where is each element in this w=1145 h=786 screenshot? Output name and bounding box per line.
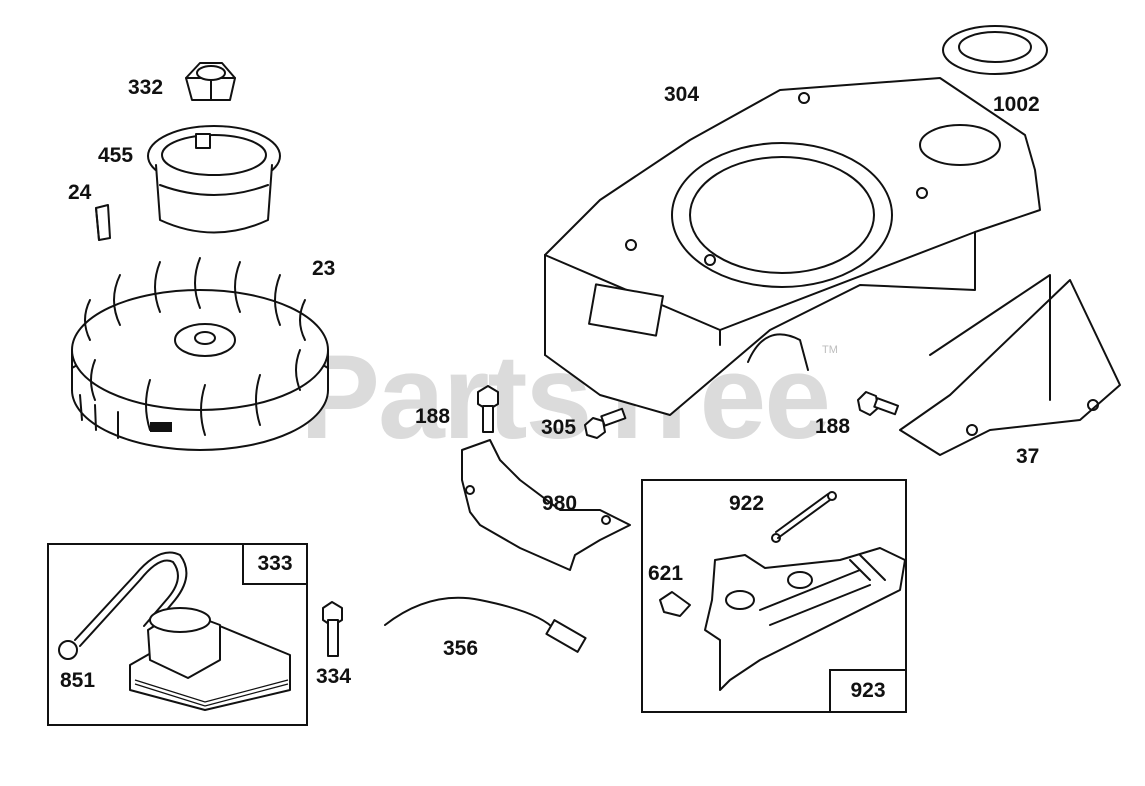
part-851-ignition-coil — [58, 551, 291, 711]
label-305: 305 — [541, 416, 577, 439]
part-304-blower-housing — [544, 77, 1041, 416]
label-24: 24 — [68, 181, 92, 204]
label-455: 455 — [98, 144, 134, 167]
part-334-bolt — [322, 601, 343, 657]
part-305-screw — [584, 407, 627, 439]
assembly-box-923 — [641, 479, 907, 713]
box-tag-923: 923 — [829, 669, 907, 713]
part-24-key — [95, 204, 111, 241]
label-332: 332 — [128, 76, 164, 99]
assembly-box-333 — [47, 543, 308, 726]
label-23: 23 — [312, 257, 336, 280]
part-922-spring — [771, 491, 837, 543]
label-851: 851 — [60, 669, 96, 692]
part-1002-grommet — [942, 25, 1048, 75]
label-334: 334 — [316, 665, 352, 688]
label-980: 980 — [542, 492, 578, 515]
label-922: 922 — [729, 492, 765, 515]
part-23-flywheel — [71, 257, 329, 451]
label-621: 621 — [648, 562, 684, 585]
part-37-bracket — [899, 274, 1121, 456]
part-188-bolt-right — [857, 391, 900, 416]
label-188-left: 188 — [415, 405, 451, 428]
part-332-hex-nut — [185, 62, 236, 101]
part-621-clip — [659, 591, 691, 617]
box-tag-333: 333 — [242, 543, 308, 585]
label-356: 356 — [443, 637, 479, 660]
part-188-bolt-left — [477, 385, 499, 433]
trademark-mark: TM — [822, 344, 838, 356]
part-455-cup — [147, 125, 281, 234]
label-37: 37 — [1016, 445, 1040, 468]
label-304: 304 — [664, 83, 700, 106]
label-1002: 1002 — [993, 93, 1040, 116]
part-923-governor-assembly — [704, 547, 906, 691]
part-356-wire — [384, 596, 587, 653]
part-980-bracket — [461, 439, 631, 571]
label-188-right: 188 — [815, 415, 851, 438]
